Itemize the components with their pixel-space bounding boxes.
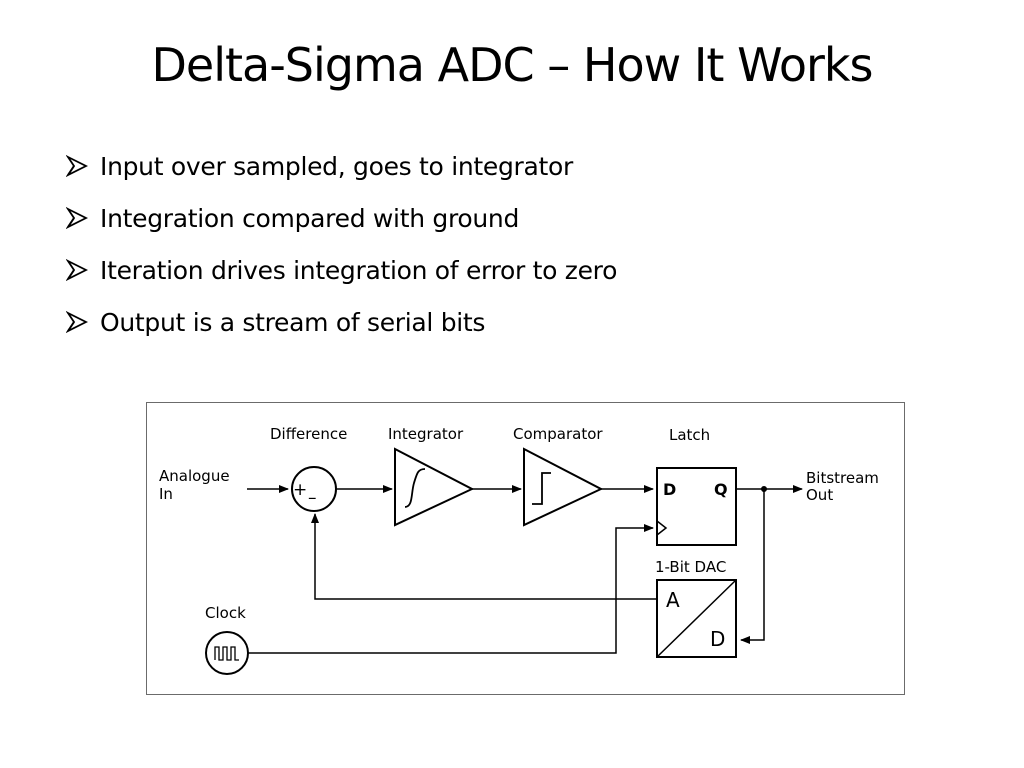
plus-sign: + [293, 480, 307, 500]
bullet-item: Output is a stream of serial bits [66, 296, 617, 348]
label-integrator: Integrator [388, 425, 464, 443]
clock-line-arrow [248, 524, 654, 654]
integrator-block [394, 447, 475, 527]
label-latch: Latch [669, 426, 710, 444]
latch-q-label: Q [714, 480, 728, 499]
step-symbol [532, 472, 551, 505]
dac-block: A D [656, 579, 737, 658]
difference-junction: + – [291, 466, 337, 512]
dac-d-label: D [710, 627, 725, 651]
label-bitstream-out-line2: Out [806, 486, 833, 504]
minus-sign: – [308, 488, 317, 508]
label-analogue-in-line2: In [159, 485, 173, 503]
dac-a-label: A [666, 588, 680, 612]
square-wave-icon [214, 646, 239, 661]
latch-block: D Q [656, 467, 737, 546]
bullet-item: Integration compared with ground [66, 192, 617, 244]
bullet-text: Integration compared with ground [100, 203, 520, 233]
comparator-block [523, 447, 604, 527]
label-bitstream-out-line1: Bitstream [806, 469, 879, 487]
clock-source [205, 631, 249, 675]
slide-title: Delta-Sigma ADC – How It Works [151, 38, 873, 92]
bullet-text: Iteration drives integration of error to… [100, 255, 618, 285]
bullet-list: Input over sampled, goes to integrator I… [66, 140, 617, 348]
bullet-text: Input over sampled, goes to integrator [100, 151, 574, 181]
block-diagram-svg: Difference Integrator Comparator Latch A… [159, 425, 879, 675]
label-1bit-dac: 1-Bit DAC [655, 558, 726, 576]
label-comparator: Comparator [513, 425, 603, 443]
arrow-bullet-icon [66, 155, 100, 177]
label-difference: Difference [270, 425, 347, 443]
integral-symbol [404, 468, 426, 508]
clock-input-triangle [656, 520, 668, 536]
arrow-bullet-icon [66, 259, 100, 281]
arrow-bullet-icon [66, 311, 100, 333]
delta-sigma-diagram: Difference Integrator Comparator Latch A… [146, 402, 905, 695]
label-clock: Clock [205, 604, 246, 622]
bullet-item: Iteration drives integration of error to… [66, 244, 617, 296]
bullet-item: Input over sampled, goes to integrator [66, 140, 617, 192]
arrow-bullet-icon [66, 207, 100, 229]
label-analogue-in-line1: Analogue [159, 467, 230, 485]
feedback-to-dac-arrow [740, 489, 765, 644]
latch-d-label: D [663, 480, 676, 499]
bullet-text: Output is a stream of serial bits [100, 307, 486, 337]
feedback-to-difference-arrow [311, 513, 657, 600]
